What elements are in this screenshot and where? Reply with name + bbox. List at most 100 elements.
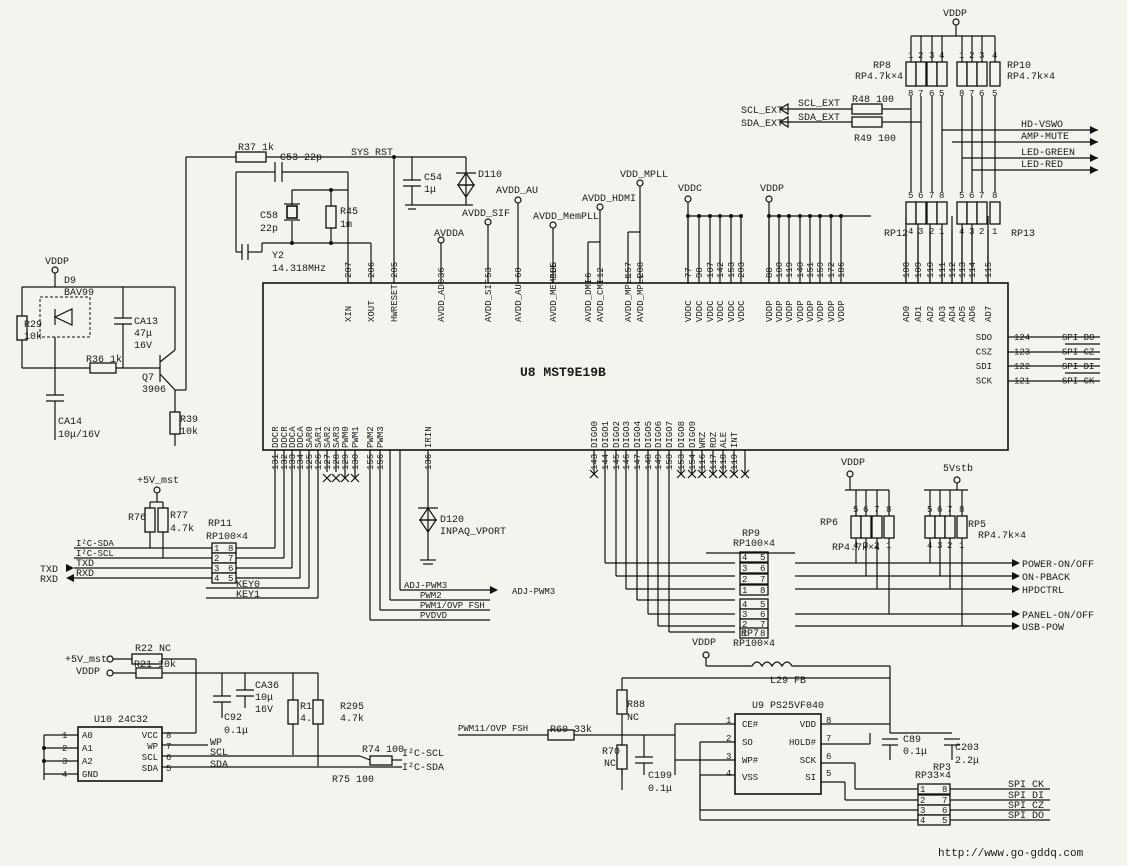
dig-output-lines [322,450,750,633]
pin-name-top: XIN [344,306,354,322]
u9-pin-num: 6 [826,752,831,762]
pin-name-bottom: SAR0 [305,426,315,448]
y2-crystal [286,205,298,219]
pin-name-bottom: INT [730,431,740,448]
u9-pin-num: 5 [826,769,831,779]
r22-label: R22 NC [135,644,171,655]
pin-num-top: 53 [484,267,494,278]
on-pback-net: ON-PBACK [1022,573,1070,584]
pack-pin-num: 5 [939,89,944,99]
r159-label: R159 [300,702,324,713]
pin-name-top: HWRESET [390,284,400,322]
pin-num-top: 6 [584,273,594,278]
r49-label: R49 100 [854,134,896,145]
pin-num-top: 157 [624,262,634,278]
pin-num-top: 203 [737,262,747,278]
pin-name-bottom: DIGO7 [665,421,675,448]
r45-value: 1m [340,220,352,231]
d120-part: INPAQ_VPORT [440,527,506,538]
u10-pin-name: A1 [82,744,93,754]
pack-resistor [936,201,948,225]
rp5-label: RP5 [968,520,986,531]
pack-resistor [966,61,978,87]
adj-pwm3-net: ADJ-PWM3 [404,581,447,591]
pin-name-top: VDDC [706,300,716,322]
d120-label: D120 [440,515,464,526]
u9-label: U9 PS25VF040 [752,701,824,712]
rp6-value: RP4.7k×4 [832,542,880,554]
pin-num-top: 100 [775,262,785,278]
r29-label: R29 [24,320,42,331]
pin-name-top: AVDD_CMI [596,279,606,322]
pack-resistor [739,562,769,574]
c92-value: 0.1μ [224,726,248,737]
ca13-label: CA13 [134,317,158,328]
pin-num-top: 142 [716,262,726,278]
pack-pin-num: 2 [969,51,974,61]
rp6-label: RP6 [820,518,838,529]
pin-num-top: 205 [390,262,400,278]
pack-pin-num: 3 [979,51,984,61]
pack-pin-num: 7 [760,575,765,585]
pin-num-top: 88 [765,267,775,278]
pin-num-top: 105 [549,262,559,278]
pack-pin-num: 4 [992,51,997,61]
pin-name-top: VDDP [775,300,785,322]
pack-resistor [966,201,978,225]
l29-label: L29 FB [770,676,806,687]
u10-pin-name: A0 [82,731,93,741]
pin-num-bottom: 130 [351,454,361,470]
pin-num-top: 206 [367,262,377,278]
u9-pin-name: HOLD# [789,738,817,748]
pin-name-top: VDDC [727,300,737,322]
d9-part: BAV99 [64,288,94,299]
reset-transistor-circuit: VDDP R29 10k D9 BAV99 CA13 47μ 16V R36 1… [16,257,198,446]
ca14-value: 10μ/16V [58,429,100,441]
u9-pin-name: SO [742,738,753,748]
panel-onoff-net: PANEL-ON/OFF [1022,610,1094,622]
adj-pwm3-out: ADJ-PWM3 [512,587,555,597]
c92-label: C92 [224,713,242,724]
pin-num-bottom: 136 [424,454,434,470]
pack-pin-num: 1 [992,227,997,237]
pack-pin-num: 7 [918,89,923,99]
pack-pin-num: 1 [959,51,964,61]
sda-ext-mid: SDA_EXT [798,113,840,124]
footer-url[interactable]: http://www.go-gddq.com [938,848,1084,860]
ca36-value: 10μ [255,693,273,704]
r45-resistor [325,205,337,229]
pin-num-top: 98 [695,267,705,278]
chip-top-pins: 207XIN206XOUT205HWRESET36AVDD_ADC53AVDD_… [344,214,994,322]
pin-num-bottom: 129 [341,454,351,470]
pin-num-bottom: 128 [332,454,342,470]
avdd-hdmi-label: AVDD_HDMI [582,194,636,205]
pin-num-top: 77 [684,267,694,278]
u10-pin-num: 4 [62,770,67,780]
pack-pin-num: 2 [929,227,934,237]
pin-name-bottom: DIGO3 [622,421,632,448]
pack-resistor [871,515,883,539]
pack-pin-num: 6 [760,564,765,574]
u9-pin-name: VDD [800,720,816,730]
pin-name-bottom: SAR1 [314,426,324,448]
pack-resistor [915,61,927,87]
r77-label: R77 [170,511,188,522]
d9-label: D9 [64,276,76,287]
pin-name-top: VDDC [737,300,747,322]
pack-pin-num: 7 [228,554,233,564]
pin-num-bottom: 149 [654,454,664,470]
u10-pin-num: 2 [62,744,67,754]
pack-pin-num: 5 [959,191,964,201]
pack-pin-num: 8 [908,89,913,99]
c89-value: 0.1μ [903,747,927,758]
r21-label: R21 10k [134,659,176,671]
vddp-flash-label: VDDP [692,638,716,649]
pack-pin-num: 1 [920,785,925,795]
pin-name-top: AD2 [926,306,936,322]
u10-pin-name: A2 [82,757,93,767]
pin-num-top: 114 [968,262,978,278]
